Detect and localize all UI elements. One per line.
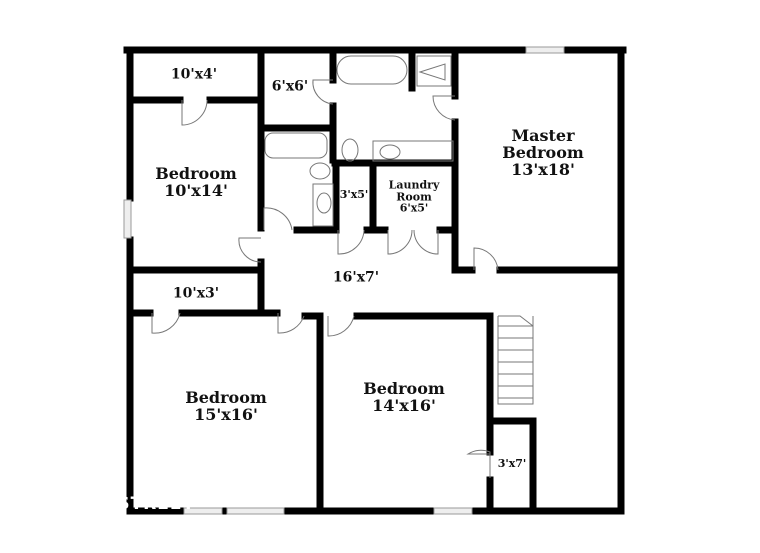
window — [433, 507, 473, 515]
door-swing — [277, 313, 305, 334]
room-name: Bedroom — [363, 379, 445, 399]
door-swing — [181, 99, 208, 126]
room-name: Bedroom — [502, 142, 584, 162]
room-name: Bedroom — [185, 388, 267, 408]
shower-icon — [416, 55, 452, 87]
windows — [123, 46, 565, 515]
room-label-closet-10x4: 10'x4' — [170, 66, 218, 83]
door-swing — [337, 229, 365, 255]
watermark: ISTREET — [110, 494, 196, 514]
window — [123, 199, 132, 239]
room-label-hall: 16'x7' — [332, 269, 380, 286]
toilet-icon — [341, 138, 359, 162]
room-size: 6'x5' — [399, 201, 429, 215]
room-name: Laundry — [388, 178, 440, 192]
window — [183, 507, 223, 515]
room-name: Bedroom — [155, 164, 237, 184]
door-swing — [466, 449, 491, 478]
stairs-icon — [497, 315, 534, 405]
fixtures — [264, 55, 534, 405]
door-swing — [327, 315, 355, 337]
sink-icon — [379, 144, 401, 160]
window — [226, 507, 285, 515]
door-swing — [432, 95, 456, 121]
room-size: 10'x14' — [164, 181, 228, 200]
room-size: 13'x18' — [511, 159, 575, 179]
bathtub-icon — [264, 132, 328, 159]
room-label-closet-3x7: 3'x7' — [497, 457, 527, 471]
door-swing — [312, 79, 334, 105]
door-swing — [151, 312, 181, 334]
room-label-closet-3x5: 3'x5' — [339, 188, 369, 202]
room-size: 14'x16' — [372, 396, 436, 415]
room-label-closet-6x6: 6'x6' — [271, 78, 309, 95]
room-name: Master — [511, 125, 575, 145]
door-swing — [238, 237, 262, 263]
vanity-icon — [372, 140, 454, 162]
toilet-icon — [309, 162, 331, 180]
walls — [123, 46, 627, 515]
room-size: 15'x16' — [194, 405, 258, 424]
door-swing — [473, 247, 499, 271]
sink-icon — [316, 192, 332, 214]
door-swing — [387, 229, 439, 255]
bathtub-icon — [336, 55, 408, 85]
room-name: Room — [396, 190, 432, 204]
shower-drain-icon — [418, 63, 446, 81]
door-swing — [263, 207, 293, 231]
room-label-closet-10x3: 10'x3' — [172, 285, 220, 302]
window — [525, 46, 565, 54]
vanity-icon — [312, 183, 334, 227]
doors — [151, 79, 499, 478]
